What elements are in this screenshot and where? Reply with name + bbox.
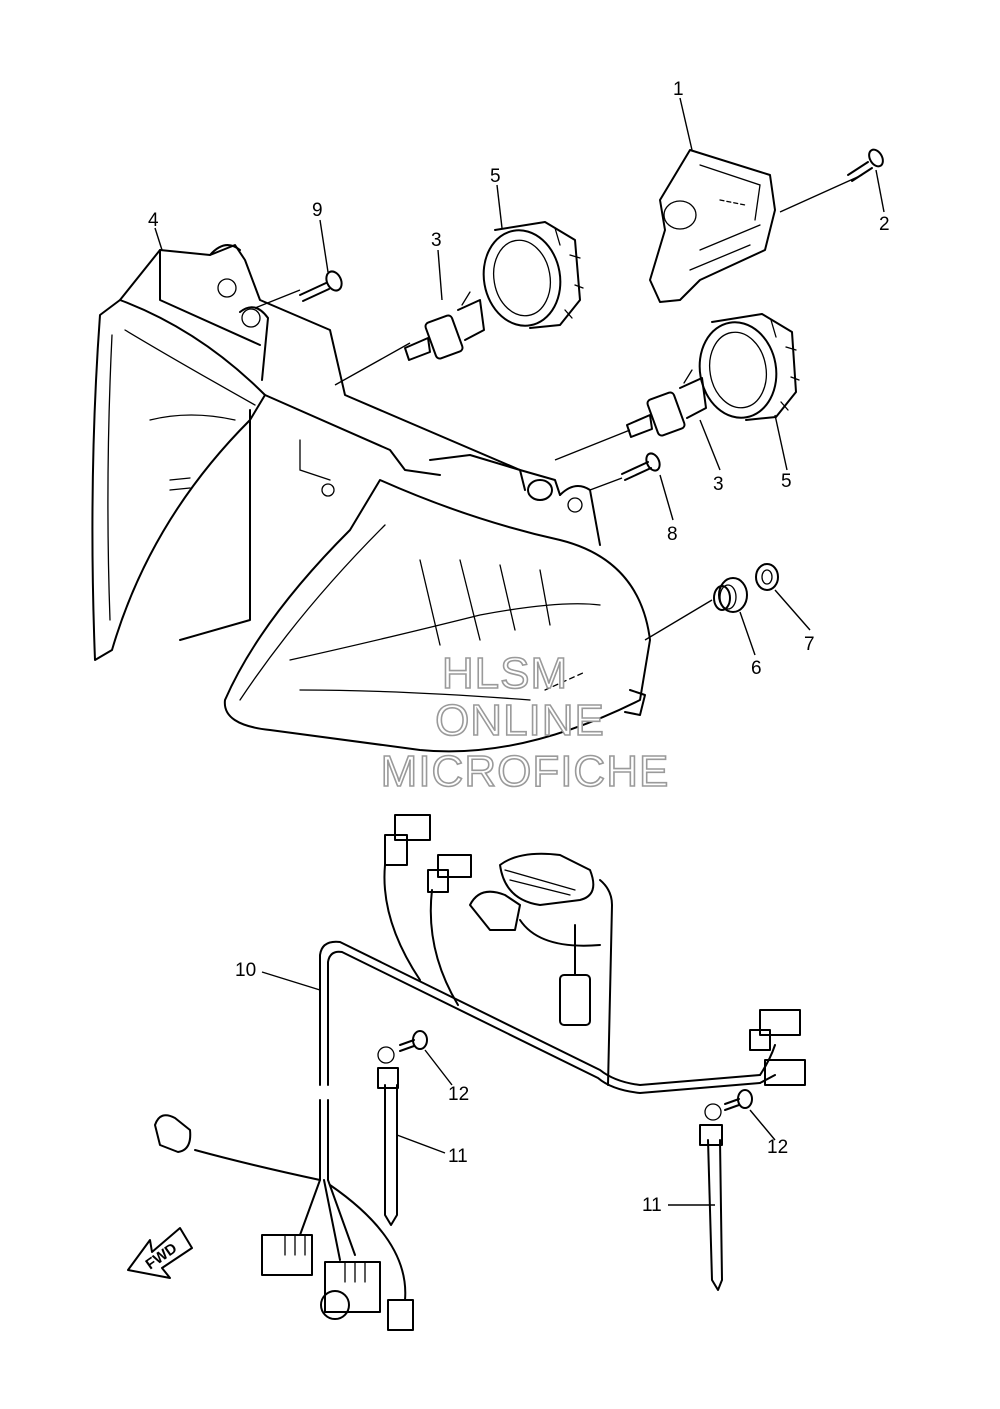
callout-11-right: 11 (642, 1195, 662, 1216)
grommet-part-6 (713, 577, 748, 613)
leader-lines-lower (261, 971, 776, 1206)
callout-3-upper: 3 (431, 230, 442, 251)
callout-10: 10 (235, 960, 256, 981)
watermark-line-1: HLSM (442, 649, 568, 698)
bulb-socket-part-5-upper (482, 221, 584, 329)
bolt-part-12-left (399, 1030, 428, 1052)
callout-6: 6 (751, 658, 762, 679)
watermark-line-2: ONLINE (435, 696, 605, 745)
callout-1: 1 (673, 79, 684, 100)
wire-harness (154, 814, 806, 1331)
headlight-cover (649, 149, 776, 303)
watermark: HLSM ONLINE MICROFICHE (380, 648, 670, 797)
forward-arrow-icon: FWD (127, 1227, 193, 1279)
leader-lines-upper (154, 97, 885, 656)
watermark-line-3: MICROFICHE (381, 747, 670, 796)
headlight-assembly (91, 244, 651, 753)
callout-3-lower: 3 (713, 474, 724, 495)
callout-12-right: 12 (767, 1137, 788, 1158)
callout-11-left: 11 (448, 1146, 468, 1167)
bolt-part-12-right (724, 1089, 753, 1111)
callout-4: 4 (148, 210, 159, 231)
bulb-part-3-lower (626, 369, 707, 438)
bulb-socket-part-5-lower (698, 313, 800, 421)
bulb-part-3-upper (404, 291, 485, 361)
washer-part-7 (755, 563, 779, 591)
screw-part-8 (621, 452, 661, 481)
callout-9: 9 (312, 200, 323, 221)
screw-part-9 (299, 270, 343, 302)
cable-tie-part-11-right (699, 1103, 723, 1291)
cable-tie-part-11-left (377, 1046, 399, 1226)
callout-12-left: 12 (448, 1084, 469, 1105)
callout-5-upper: 5 (490, 166, 501, 187)
callout-7: 7 (804, 634, 815, 655)
callout-8: 8 (667, 524, 678, 545)
callout-5-lower: 5 (781, 471, 792, 492)
screw-part-2 (847, 148, 884, 182)
callout-2: 2 (879, 214, 890, 235)
callout-labels: 1 2 3 3 4 5 5 6 7 8 9 10 11 11 12 12 (148, 79, 890, 1216)
